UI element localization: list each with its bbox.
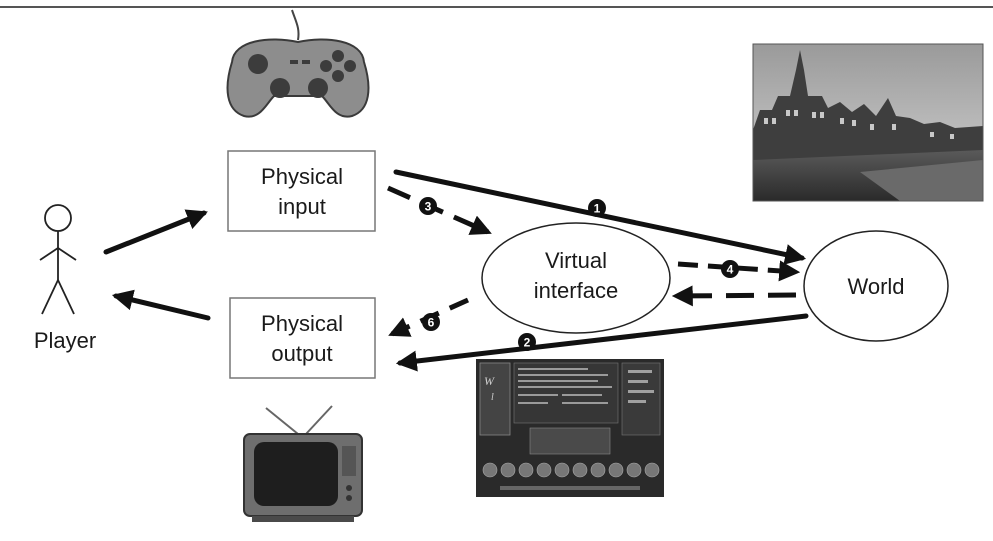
arrow-input-to-interface <box>386 185 492 235</box>
player-label: Player <box>34 328 96 353</box>
world-label: World <box>847 274 904 299</box>
flow-number-4: 4 <box>727 263 734 277</box>
gamepad-illustration <box>226 9 370 118</box>
arrow-world-to-interface <box>671 285 797 307</box>
arrow-interface-to-world <box>677 260 801 282</box>
city-canal-photo <box>752 43 984 202</box>
flow-number-6-badge: 6 <box>422 313 440 331</box>
physical-output-label-line2: output <box>271 341 332 366</box>
player-stick-figure <box>39 204 77 315</box>
virtual-interface-label-line1: Virtual <box>545 248 607 273</box>
game-interface-screenshot: W l <box>476 359 664 497</box>
arrow-world-to-output <box>395 313 809 372</box>
virtual-interface-label-line2: interface <box>534 278 618 303</box>
arrow-player-to-input <box>103 209 208 255</box>
svg-text:W: W <box>484 374 495 388</box>
virtual-interface-node: Virtual interface <box>481 222 671 334</box>
arrow-output-to-player <box>111 289 211 321</box>
flow-number-3-badge: 3 <box>419 197 437 215</box>
flow-number-4-badge: 4 <box>721 260 739 278</box>
physical-input-label-line1: Physical <box>261 164 343 189</box>
world-node: World <box>803 230 949 342</box>
physical-output-label-line1: Physical <box>261 311 343 336</box>
flow-number-1: 1 <box>594 202 601 216</box>
flow-number-3: 3 <box>425 200 432 214</box>
flow-number-2-badge: 2 <box>518 333 536 351</box>
physical-input-node: Physical input <box>227 150 376 232</box>
flow-number-2: 2 <box>524 336 531 350</box>
flow-number-6: 6 <box>428 316 435 330</box>
physical-input-label-line2: input <box>278 194 326 219</box>
physical-output-node: Physical output <box>229 297 376 379</box>
television-illustration <box>243 405 363 522</box>
svg-text:l: l <box>491 392 494 403</box>
flow-number-1-badge: 1 <box>588 199 606 217</box>
